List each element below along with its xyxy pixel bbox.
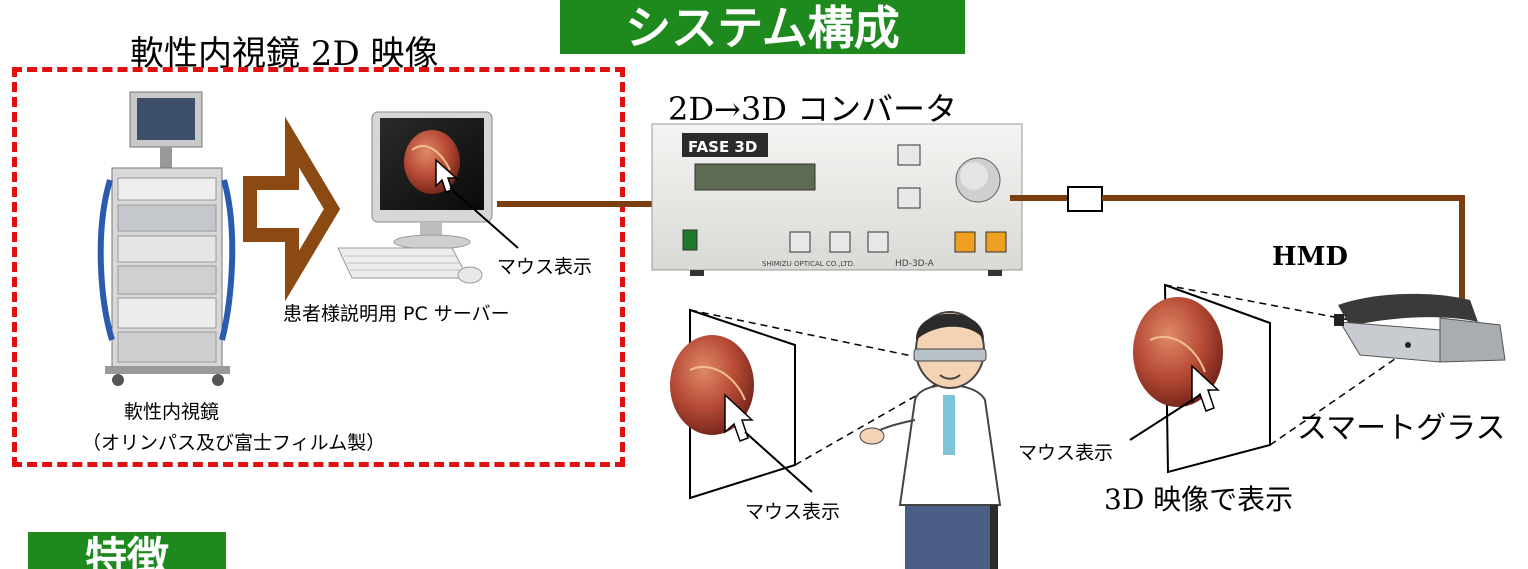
pc-monitor <box>337 111 493 284</box>
doctor-figure <box>859 311 1002 569</box>
mouse-display-pc-label: マウス表示 <box>497 256 593 278</box>
endoscope-maker-label: （オリンパス及び富士フィルム製） <box>82 432 386 454</box>
converter-brand: FASE 3D <box>688 138 757 156</box>
mouse-display-glass-label: マウス表示 <box>1018 442 1114 464</box>
endoscope-label: 軟性内視鏡 <box>124 401 220 423</box>
smart-glasses <box>1334 293 1506 363</box>
display-3d-label: 3D 映像で表示 <box>1104 483 1294 516</box>
converter-maker: SHIMIZU OPTICAL CO.,LTD. <box>762 260 855 268</box>
pc-server-label: 患者様説明用 PC サーバー <box>283 303 510 325</box>
converter-heading: 2D→3D コンバータ <box>668 90 958 128</box>
cable-converter-hmd <box>1010 186 1465 312</box>
endoscope-cart <box>97 91 236 386</box>
features-banner: 特徴 <box>28 532 226 569</box>
converter-device: FASE 3D SHIMIZU OPTICAL CO.,LTD. HD-3D-A <box>651 123 1023 276</box>
mouse-display-doctor-label: マウス表示 <box>745 501 841 523</box>
hmd-label: HMD <box>1272 242 1348 272</box>
converter-model: HD-3D-A <box>895 259 935 269</box>
pointer-line-pc <box>449 187 519 249</box>
flow-arrow <box>243 116 341 302</box>
smartglass-label: スマートグラス <box>1297 411 1506 446</box>
endoscope-system-box <box>12 67 625 467</box>
system-config-banner: システム構成 <box>560 0 965 55</box>
glass-virtual-screen <box>1129 283 1406 474</box>
